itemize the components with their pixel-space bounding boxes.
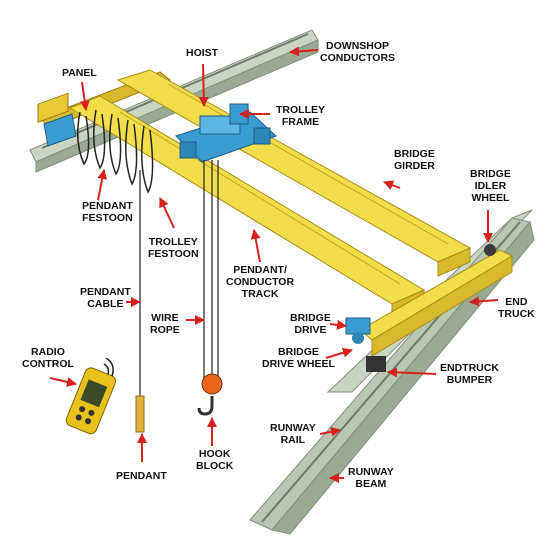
label-panel: PANEL	[62, 67, 97, 79]
pendant-control	[135, 395, 145, 433]
hook-block	[197, 373, 223, 416]
label-pendant: PENDANT	[116, 470, 167, 482]
radio-control-device	[65, 367, 117, 435]
label-hoist: HOIST	[186, 47, 219, 59]
bridge-drive-motor	[345, 317, 371, 344]
panel	[43, 113, 77, 147]
radio-signal-icon	[103, 357, 114, 377]
label-arrows	[49, 46, 499, 483]
wire-rope	[203, 160, 219, 380]
trolley-frame	[175, 103, 277, 163]
end-truck	[359, 244, 514, 372]
pendant-festoon-loops	[77, 109, 154, 194]
